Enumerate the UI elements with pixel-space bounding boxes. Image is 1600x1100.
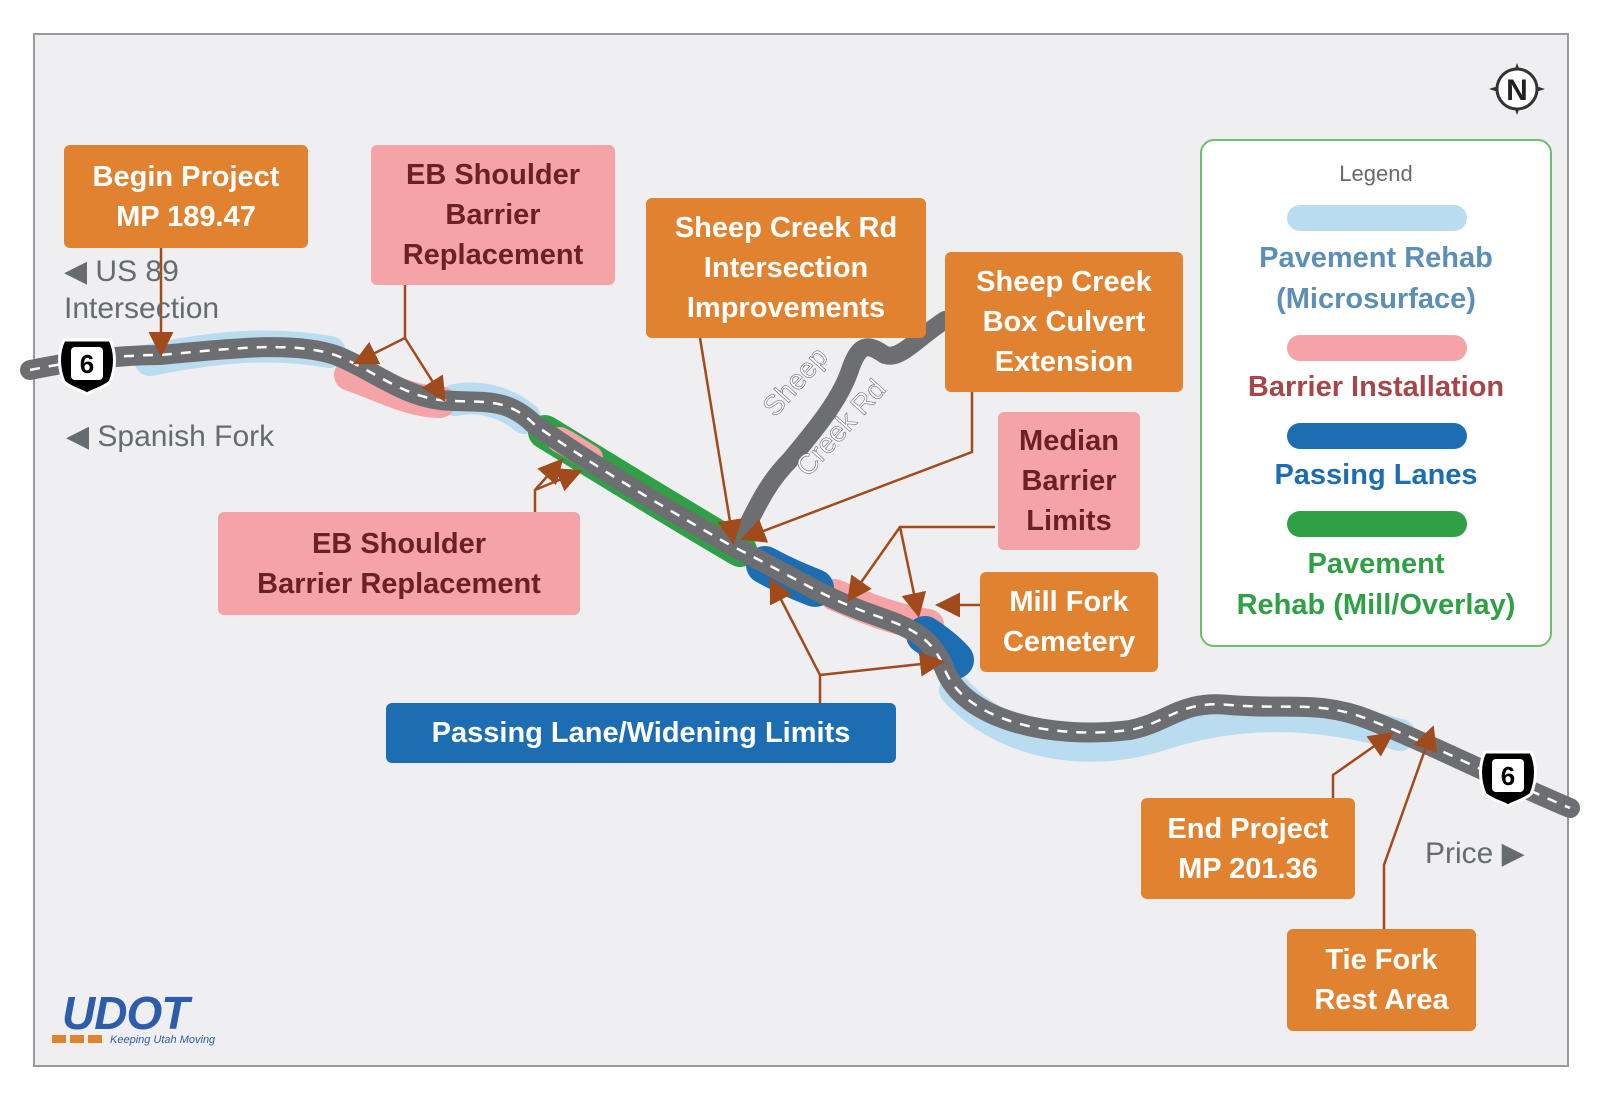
shield-east-number: 6 [1501, 761, 1515, 791]
leader-lines [148, 245, 1438, 932]
us-6-shield-east: 6 [1479, 750, 1537, 808]
legend-swatch-mill-overlay [1287, 511, 1467, 537]
label-spanish-fork: ◀ Spanish Fork [66, 420, 275, 453]
shield-west-number: 6 [80, 349, 94, 379]
compass-north-icon: N [1489, 63, 1545, 115]
callout-passing-lane: Passing Lane/Widening Limits [386, 703, 896, 763]
sheep-creek-road [736, 311, 954, 539]
callout-median-barrier: Median Barrier Limits [998, 412, 1140, 550]
callout-tie-fork: Tie Fork Rest Area [1287, 929, 1476, 1031]
legend: Legend Pavement Rehab (Microsurface) Bar… [1200, 139, 1552, 647]
label-price: Price ▶ [1425, 837, 1525, 870]
callout-eb-shoulder-bottom: EB Shoulder Barrier Replacement [218, 512, 580, 615]
legend-swatch-barrier [1287, 335, 1467, 361]
us-6-shield-west: 6 [58, 338, 116, 396]
legend-title: Legend [1339, 161, 1413, 186]
callout-eb-shoulder-top: EB Shoulder Barrier Replacement [371, 145, 615, 285]
legend-label-barrier: Barrier Installation [1247, 371, 1505, 403]
us-6-centerline [29, 345, 1571, 810]
legend-swatch-microsurface [1287, 205, 1467, 231]
callout-sheep-creek-rd: Sheep Creek Rd Intersection Improvements [646, 198, 926, 338]
legend-label-mill-overlay: Pavement Rehab (Mill/Overlay) [1236, 548, 1516, 621]
logo-tagline: Keeping Utah Moving [110, 1034, 216, 1046]
callout-mill-fork: Mill Fork Cemetery [980, 572, 1158, 672]
legend-label-microsurface: Pavement Rehab (Microsurface) [1259, 242, 1493, 315]
udot-logo: UDOT Keeping Utah Moving [52, 987, 272, 1050]
compass-letter: N [1506, 74, 1528, 107]
logo-bars [52, 1035, 104, 1043]
callout-sheep-creek-box: Sheep Creek Box Culvert Extension [945, 252, 1183, 392]
logo-wordmark: UDOT [62, 987, 189, 1039]
callout-end-project: End Project MP 201.36 [1141, 798, 1355, 899]
legend-label-passing: Passing Lanes [1274, 459, 1478, 491]
label-us89-intersection: ◀ US 89 Intersection [64, 255, 220, 325]
legend-swatch-passing [1287, 423, 1467, 449]
callout-begin-project: Begin Project MP 189.47 [64, 145, 308, 248]
